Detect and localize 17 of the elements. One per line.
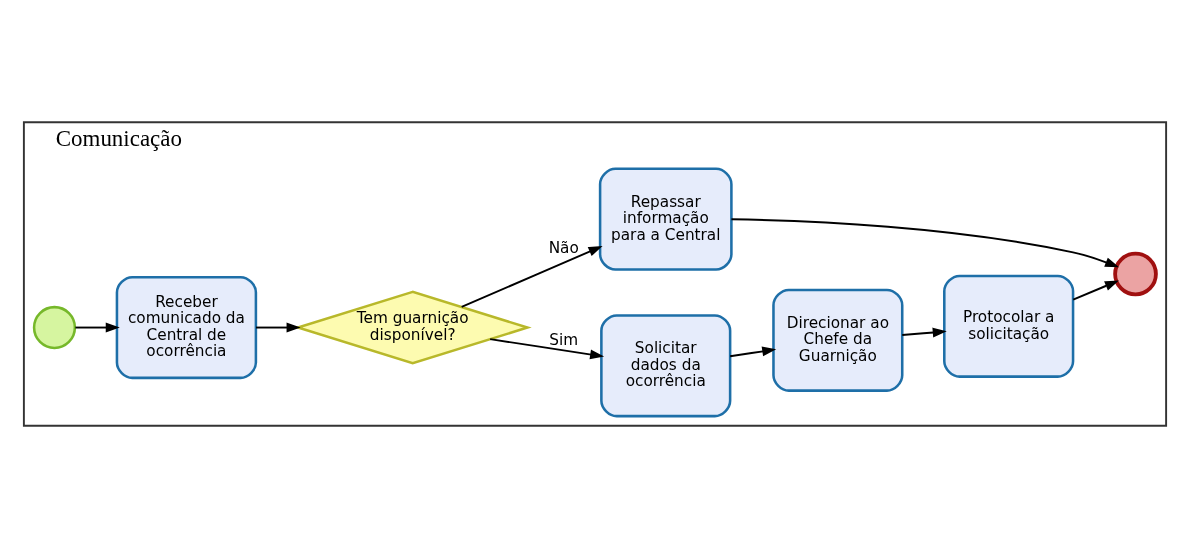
node-box: Repassar informação para a Central — [598, 167, 733, 271]
arrow — [1072, 280, 1119, 301]
edge-label: Sim — [549, 330, 579, 349]
arrow — [901, 327, 947, 338]
arrow — [255, 322, 301, 333]
node-box: Receber comunicado da Central de ocorrência — [115, 275, 258, 380]
arrow — [460, 245, 603, 308]
node-circle — [1113, 251, 1158, 297]
arrow — [730, 218, 1120, 268]
edge-label: Não — [548, 239, 579, 258]
node-circle — [32, 305, 77, 350]
node-box: Solicitar dados da ocorrência — [600, 314, 732, 418]
arrow — [729, 346, 777, 358]
arrow — [489, 338, 605, 360]
arrow — [74, 322, 120, 333]
node-box: Protocolar a solicitação — [943, 274, 1075, 378]
node-box: Direcionar ao Chefe da Guarnição — [772, 288, 904, 392]
